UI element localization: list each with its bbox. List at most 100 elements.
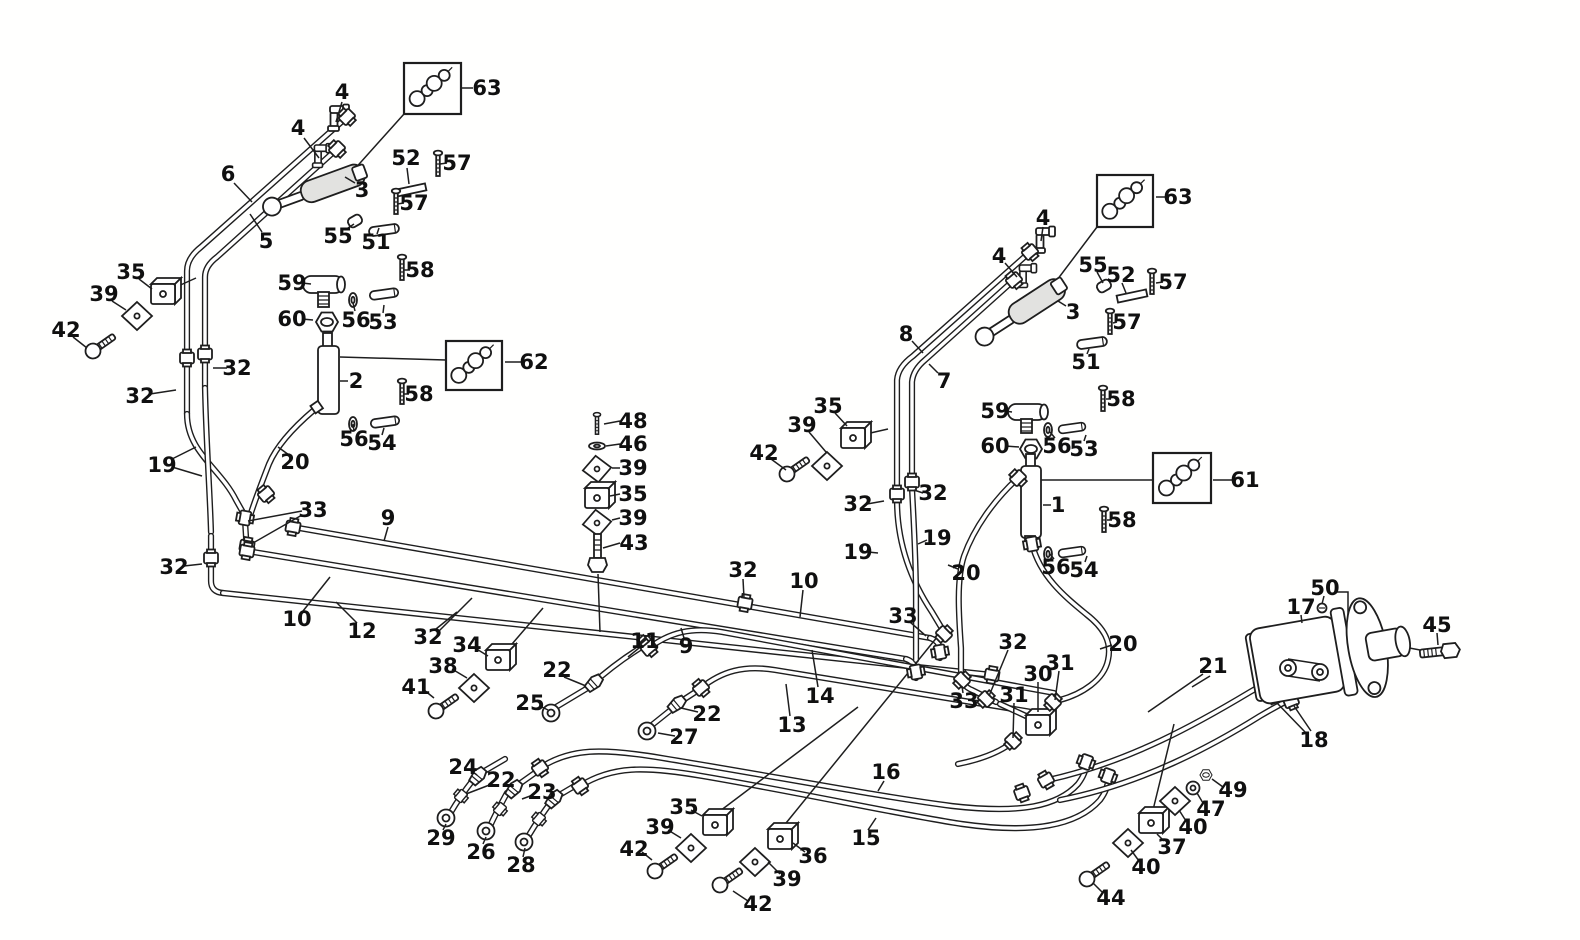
part-label-31: 31 bbox=[1045, 651, 1074, 675]
part-label-58: 58 bbox=[404, 382, 433, 406]
part-label-19: 19 bbox=[843, 540, 872, 564]
quick-coupler-pair-icon bbox=[437, 68, 451, 82]
union-32 bbox=[179, 348, 195, 368]
tube-nut bbox=[237, 540, 257, 562]
part-label-33: 33 bbox=[949, 689, 978, 713]
part-label-58: 58 bbox=[1107, 508, 1136, 532]
part-label-32: 32 bbox=[918, 481, 947, 505]
part-label-35: 35 bbox=[813, 394, 842, 418]
part-label-39: 39 bbox=[787, 413, 816, 437]
part-label-45: 45 bbox=[1422, 613, 1451, 637]
part-label-59: 59 bbox=[980, 399, 1009, 423]
tube-7 bbox=[910, 278, 1016, 476]
part-label-43: 43 bbox=[619, 531, 648, 555]
part-label-9: 9 bbox=[679, 634, 694, 658]
part-label-40: 40 bbox=[1178, 815, 1207, 839]
tube-13 bbox=[699, 666, 1034, 714]
quick-coupler-pair-icon bbox=[1101, 202, 1119, 220]
coupler-box-61 bbox=[1151, 451, 1213, 505]
part-label-19: 19 bbox=[147, 453, 176, 477]
part-label-32: 32 bbox=[843, 492, 872, 516]
part-label-4: 4 bbox=[1036, 206, 1051, 230]
washer-47 bbox=[1185, 780, 1201, 796]
clamp-block-34 bbox=[485, 643, 517, 671]
part-label-32: 32 bbox=[125, 384, 154, 408]
part-label-28: 28 bbox=[506, 853, 535, 877]
part-label-31: 31 bbox=[999, 683, 1028, 707]
part-label-15: 15 bbox=[851, 826, 880, 850]
part-label-36: 36 bbox=[798, 844, 827, 868]
callout-boxes bbox=[402, 61, 1213, 505]
part-label-26: 26 bbox=[466, 840, 495, 864]
cylinder-1 bbox=[1020, 453, 1042, 546]
part-label-59: 59 bbox=[277, 271, 306, 295]
part-label-8: 8 bbox=[899, 322, 914, 346]
part-label-62: 62 bbox=[519, 350, 548, 374]
banjo-eye-29 bbox=[436, 808, 456, 828]
part-label-44: 44 bbox=[1096, 886, 1125, 910]
tube-5 bbox=[203, 147, 339, 352]
quick-coupler-pair-icon bbox=[408, 90, 426, 108]
part-label-51: 51 bbox=[1071, 350, 1100, 374]
part-label-46: 46 bbox=[618, 432, 647, 456]
clamp-block-35 bbox=[840, 421, 872, 449]
hose-20-right-a bbox=[957, 476, 1020, 678]
part-label-57: 57 bbox=[1158, 270, 1187, 294]
part-label-61: 61 bbox=[1230, 468, 1259, 492]
part-label-49: 49 bbox=[1218, 778, 1247, 802]
part-label-39: 39 bbox=[618, 506, 647, 530]
motor-link-chain bbox=[1279, 658, 1329, 682]
elbow-33 bbox=[234, 508, 256, 528]
part-label-63: 63 bbox=[1163, 185, 1192, 209]
part-label-40: 40 bbox=[1131, 855, 1160, 879]
part-label-32: 32 bbox=[222, 356, 251, 380]
clamp-block-37 bbox=[1138, 806, 1170, 834]
part-label-57: 57 bbox=[399, 191, 428, 215]
part-label-54: 54 bbox=[1069, 558, 1098, 582]
hose-19-left-b bbox=[203, 386, 213, 534]
coupler-box-62 bbox=[444, 339, 504, 392]
part-label-5: 5 bbox=[259, 229, 274, 253]
part-label-18: 18 bbox=[1299, 728, 1328, 752]
screw-50 bbox=[1316, 602, 1328, 614]
part-label-53: 53 bbox=[1069, 437, 1098, 461]
part-label-6: 6 bbox=[221, 162, 236, 186]
part-label-48: 48 bbox=[618, 409, 647, 433]
part-label-10: 10 bbox=[282, 607, 311, 631]
part-label-35: 35 bbox=[116, 260, 145, 284]
part-label-42: 42 bbox=[749, 441, 778, 465]
part-label-41: 41 bbox=[401, 675, 430, 699]
union-32 bbox=[735, 592, 755, 614]
washer-46 bbox=[588, 441, 606, 451]
part-label-56: 56 bbox=[341, 308, 370, 332]
tube-8 bbox=[895, 250, 1032, 488]
quick-coupler-pair-icon bbox=[425, 74, 443, 92]
part-label-58: 58 bbox=[1106, 387, 1135, 411]
hose-nut bbox=[1021, 534, 1043, 554]
hose-20-right-b bbox=[1030, 542, 1111, 702]
part-label-20: 20 bbox=[1108, 632, 1137, 656]
bolt-45 bbox=[1418, 641, 1461, 660]
part-label-20: 20 bbox=[280, 450, 309, 474]
part-label-37: 37 bbox=[1157, 835, 1186, 859]
tube-6 bbox=[185, 115, 349, 354]
part-label-58: 58 bbox=[405, 258, 434, 282]
part-label-21: 21 bbox=[1198, 654, 1227, 678]
nut-49 bbox=[1199, 769, 1213, 781]
union-32 bbox=[889, 484, 905, 504]
hose-19-right-a bbox=[895, 498, 946, 634]
union-32 bbox=[203, 548, 219, 568]
quick-coupler-pair-icon bbox=[1158, 479, 1175, 497]
part-label-3: 3 bbox=[355, 178, 370, 202]
clamp-block-36 bbox=[767, 822, 799, 850]
tee-fitting-59-right bbox=[1007, 403, 1049, 434]
part-label-13: 13 bbox=[777, 713, 806, 737]
banjo-eye-26 bbox=[476, 821, 496, 841]
part-label-55: 55 bbox=[1078, 253, 1107, 277]
part-label-4: 4 bbox=[291, 116, 306, 140]
part-label-32: 32 bbox=[413, 625, 442, 649]
part-label-11: 11 bbox=[630, 629, 659, 653]
